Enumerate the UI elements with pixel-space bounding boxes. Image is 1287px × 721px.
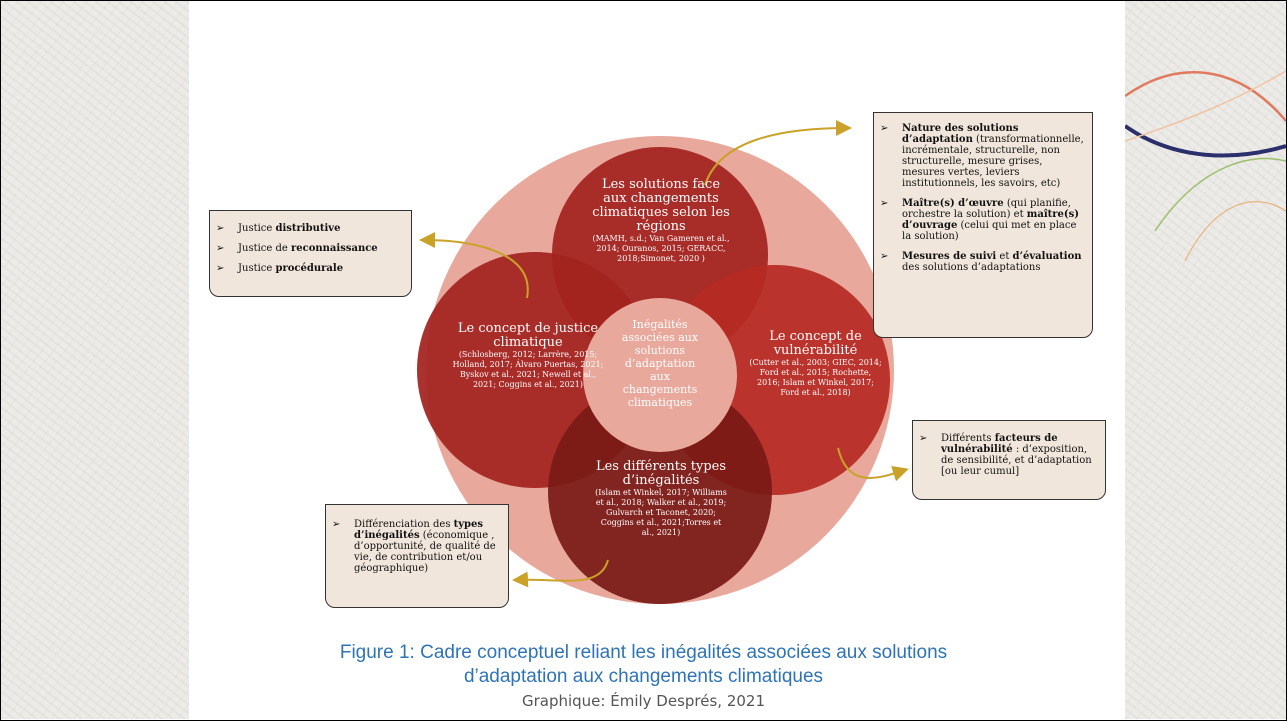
circle-solutions-title: Les solutions face aux changements clima… (592, 177, 730, 234)
decorative-curves (1123, 70, 1287, 262)
circle-inegalites-title: Les différents types d’inégalités (595, 459, 727, 488)
circle-vulnerabilite-title: Le concept de vulnérabilité (769, 329, 862, 358)
circle-vulnerabilite-refs: (Cutter et al., 2003; GIEC, 2014; Ford e… (749, 358, 882, 397)
circle-inegalites-refs: (Islam et Winkel, 2017; Williams et al.,… (595, 488, 727, 537)
box-justice: Justice distributiveJustice de reconnais… (209, 210, 412, 297)
right-texture-panel (1123, 1, 1287, 719)
circle-solutions-text: Les solutions face aux changements clima… (590, 178, 732, 264)
circle-justice-text: Le concept de justice climatique (Schlos… (452, 322, 604, 390)
caption-line-2: d’adaptation aux changements climatiques (463, 666, 824, 687)
circle-inegalites (548, 380, 772, 604)
box-inegalites: Différenciation des types d’inégalités (… (325, 504, 509, 608)
box-justice-item: Justice distributive (210, 223, 405, 234)
box-solutions-item: Maître(s) d’œuvre (qui planifie, orchest… (874, 198, 1086, 242)
arrow-solutions (704, 120, 852, 186)
left-texture-panel (1, 1, 189, 719)
figure-caption: Figure 1: Cadre conceptuel reliant les i… (0, 641, 1287, 689)
center-circle (583, 298, 737, 452)
box-justice-item: Justice procédurale (210, 263, 405, 274)
circle-solutions-refs: (MAMH, s.d.; Van Gameren et al., 2014; O… (592, 234, 730, 263)
box-solutions-item: Mesures de suivi et d’évaluation des sol… (874, 251, 1086, 273)
box-vulnerabilite: Différents facteurs de vulnérabilité : d… (912, 420, 1106, 500)
center-label: Inégalités associées aux solutions d’ada… (621, 318, 699, 409)
arrow-justice (419, 232, 529, 299)
figure-credit: Graphique: Émily Després, 2021 (521, 692, 766, 710)
box-justice-item: Justice de reconnaissance (210, 243, 405, 254)
box-inegalites-item: Différenciation des types d’inégalités (… (326, 519, 502, 574)
circle-justice-refs: (Schlosberg, 2012; Larrère, 2015; Hollan… (452, 350, 604, 389)
caption-line-1: Figure 1: Cadre conceptuel reliant les i… (339, 642, 948, 663)
circle-vulnerabilite-text: Le concept de vulnérabilité (Cutter et a… (748, 330, 883, 398)
arrow-inegalites (512, 559, 609, 588)
box-solutions-item: Nature des solutions d’adaptation (trans… (874, 123, 1086, 189)
box-solutions: Nature des solutions d’adaptation (trans… (873, 112, 1093, 338)
circle-inegalites-text: Les différents types d’inégalités (Islam… (595, 460, 727, 538)
arrow-vulnerabilite (837, 447, 909, 482)
box-vulnerabilite-item: Différents facteurs de vulnérabilité : d… (913, 433, 1099, 477)
circle-justice-title: Le concept de justice climatique (457, 321, 599, 350)
